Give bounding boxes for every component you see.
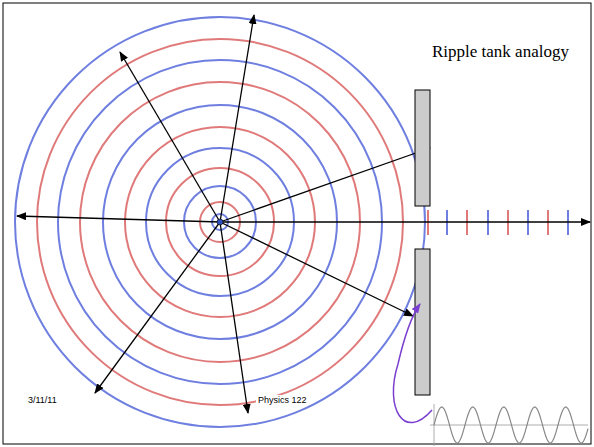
slide-title: Ripple tank analogy: [430, 42, 571, 62]
barrier: [415, 90, 430, 395]
course-label: Physics 122: [256, 395, 309, 405]
callout-arrow: [393, 304, 432, 423]
rays: [17, 15, 590, 413]
slide-border: [3, 3, 591, 444]
source-dot: [217, 219, 223, 225]
date-label: 3/11/11: [26, 395, 59, 405]
sine-inset: [430, 404, 588, 446]
